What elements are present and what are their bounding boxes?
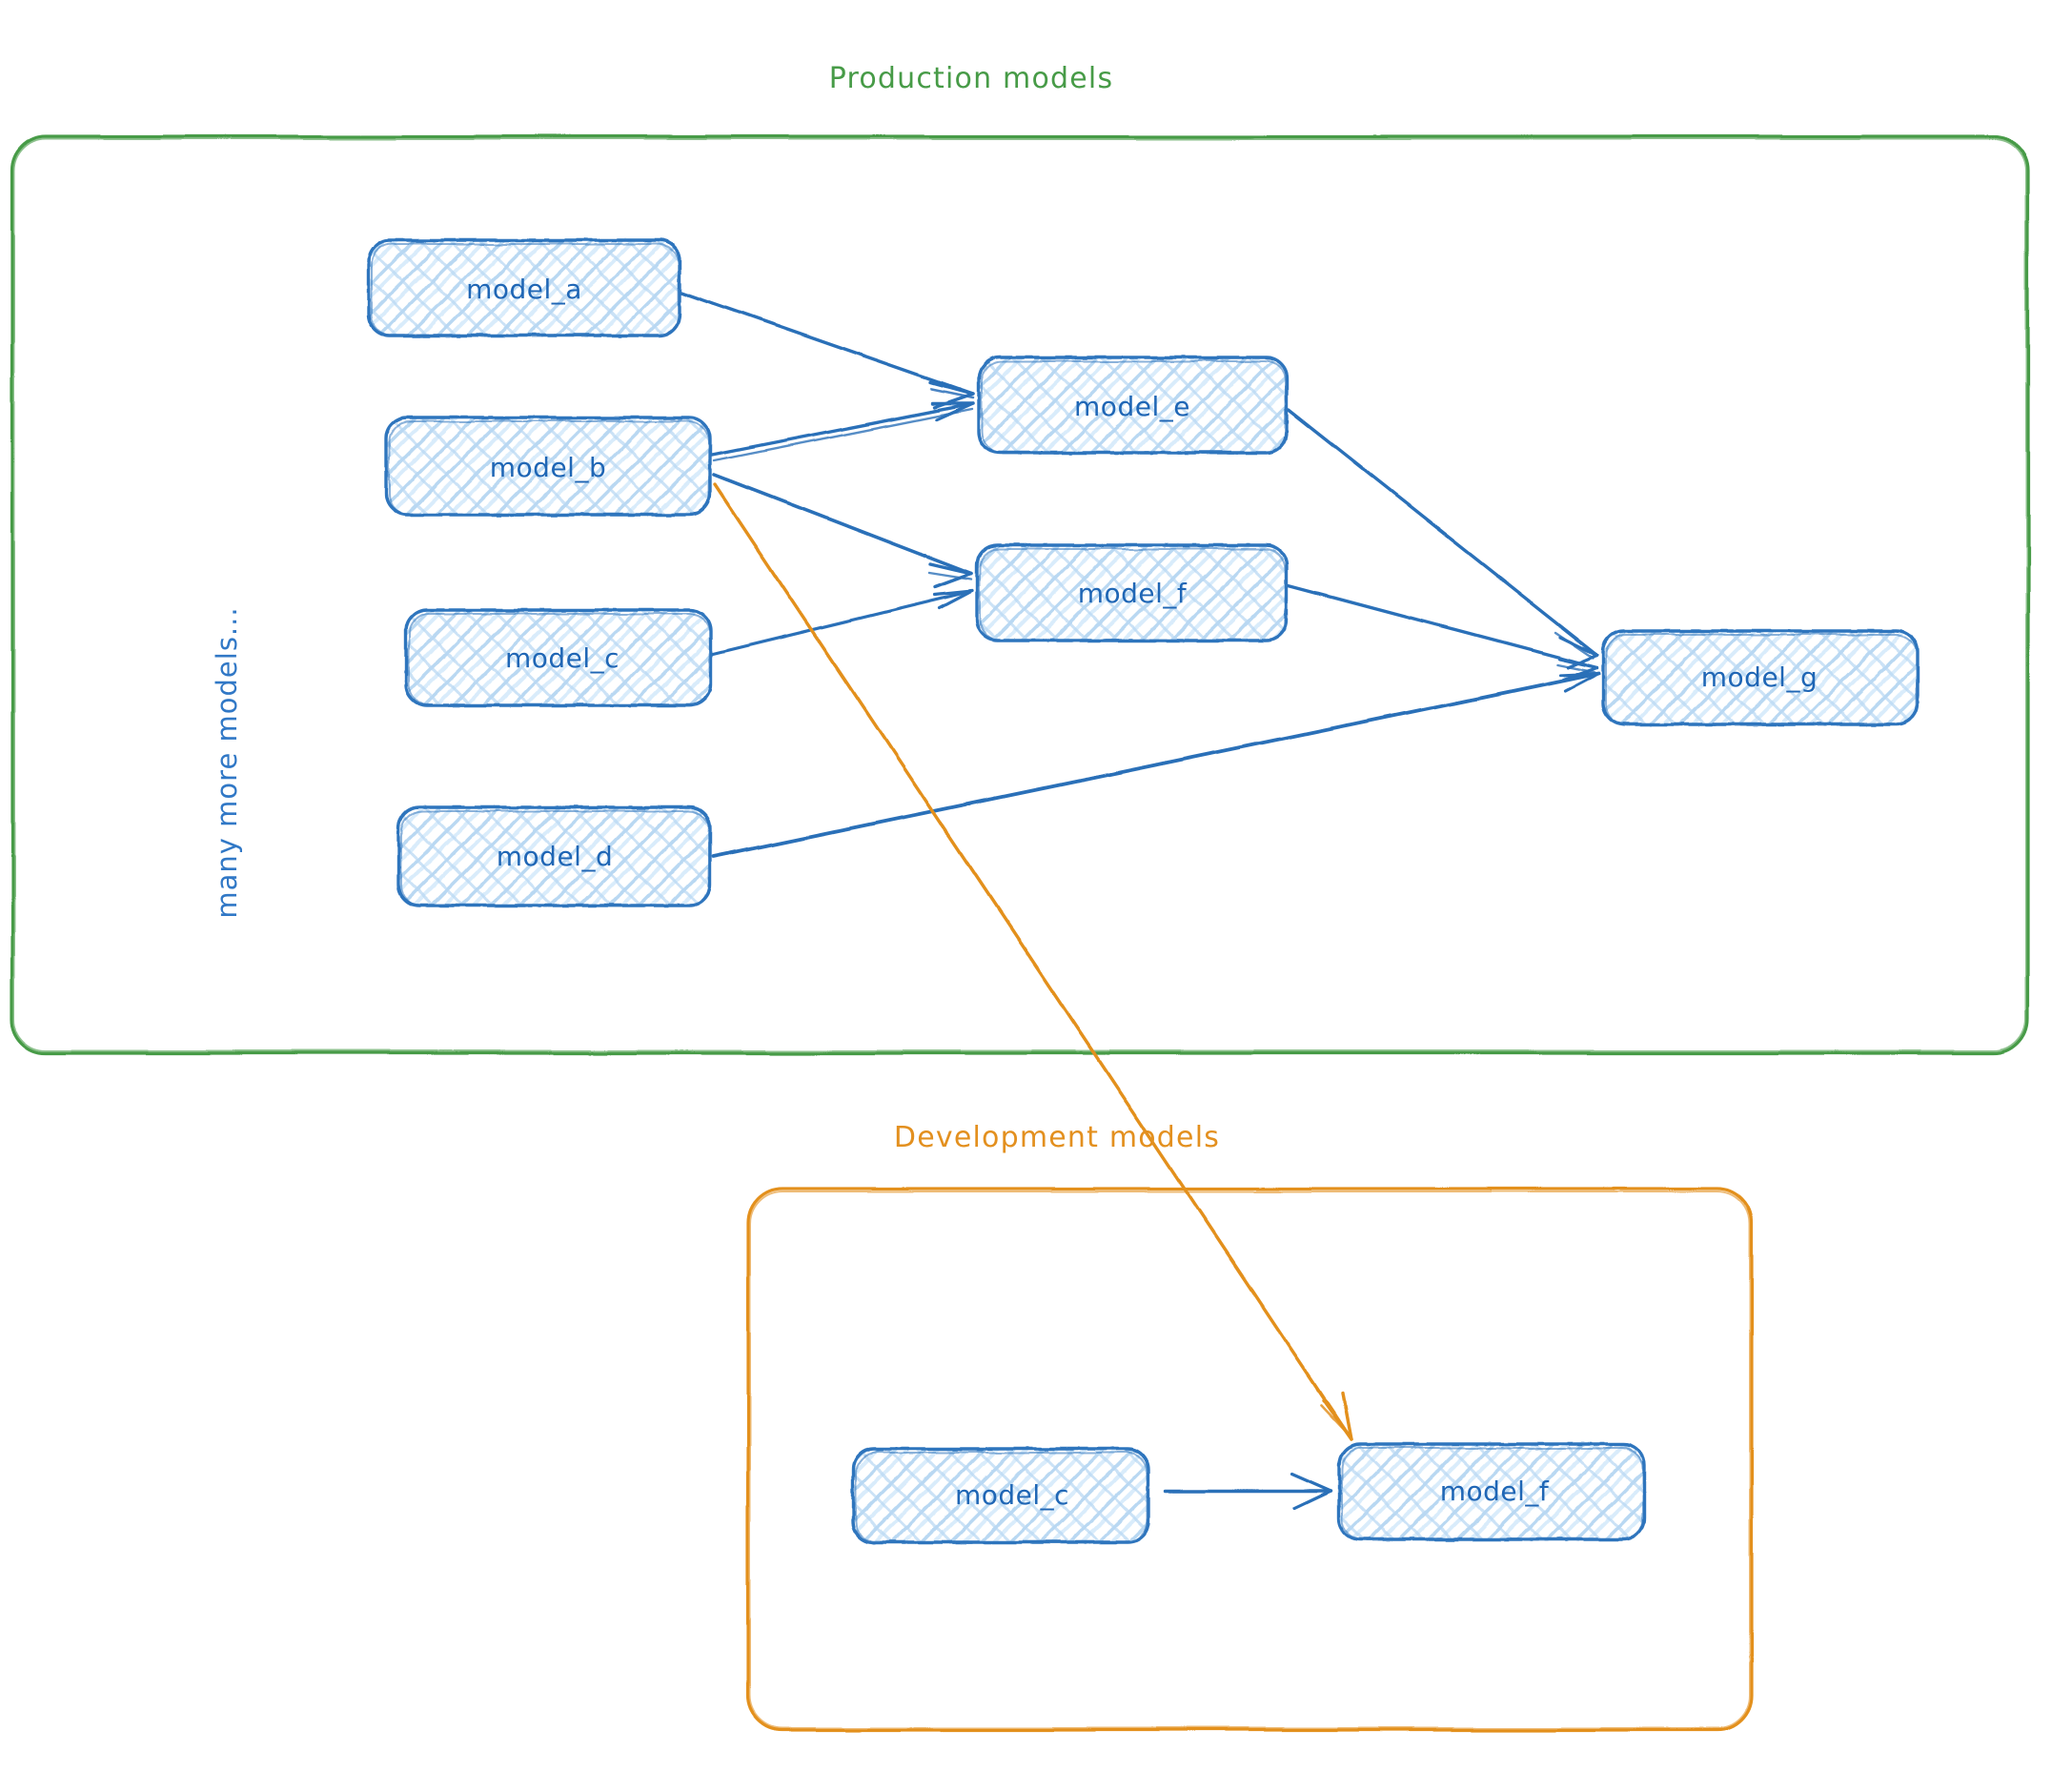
edge-model-c-to-model-f [711,589,974,656]
edge-model-a-to-model-e [679,290,975,409]
node-prod-model-g[interactable]: model_g [1601,629,1920,726]
edge-dev-model-c-to-dev-model-f [1163,1473,1332,1511]
edge-model-b-to-dev-model-f [713,482,1353,1441]
node-prod-model-e[interactable]: model_e [977,356,1289,455]
node-label: model_f [1440,1476,1550,1507]
edge-model-b-to-model-e [710,401,975,462]
edge-model-f-to-model-g [1287,583,1599,682]
node-dev-model-c[interactable]: model_c [851,1447,1150,1544]
node-label: model_g [1701,662,1818,693]
node-label: model_b [490,452,606,483]
node-dev-model-f[interactable]: model_f [1337,1442,1646,1541]
group-container-production[interactable] [10,134,2030,1055]
node-label: model_c [505,642,620,674]
node-prod-model-d[interactable]: model_d [396,805,712,907]
edge-model-b-to-model-f [712,473,973,589]
node-label: model_a [466,274,582,305]
node-prod-model-a[interactable]: model_a [367,238,681,337]
node-prod-model-c[interactable]: model_c [404,608,713,707]
node-label: model_c [955,1479,1069,1511]
edge-model-d-to-model-g [711,671,1601,859]
group-label-production: Production models [829,62,1114,95]
node-prod-model-f[interactable]: model_f [975,543,1289,642]
group-container-development[interactable] [746,1187,1754,1732]
node-prod-model-b[interactable]: model_b [384,416,712,517]
edge-model-e-to-model-g [1287,408,1599,669]
node-label: model_d [497,841,613,872]
node-label: model_f [1078,578,1188,609]
side-label-many-more-models: many more models... [211,606,243,918]
group-label-development: Development models [894,1121,1220,1154]
node-label: model_e [1074,391,1190,422]
